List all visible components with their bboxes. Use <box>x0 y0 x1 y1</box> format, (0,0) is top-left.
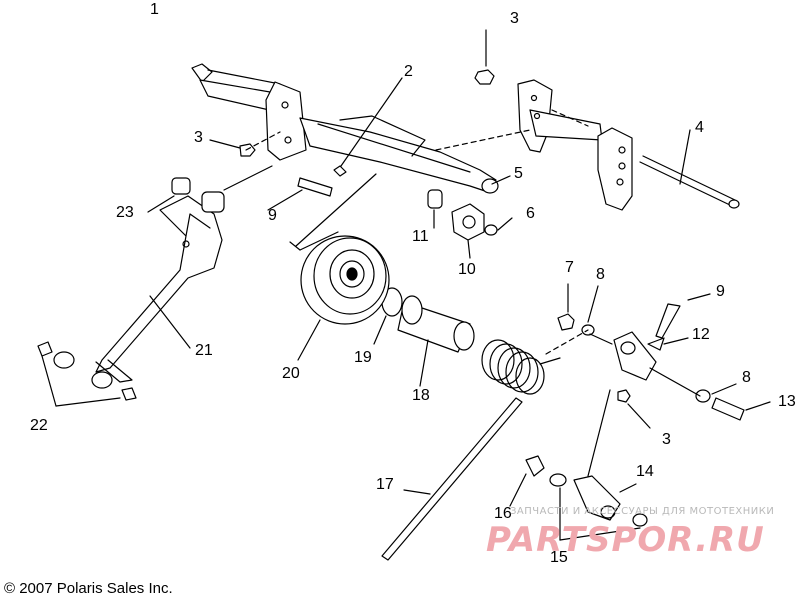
cotter-pin-part-12 <box>647 337 665 351</box>
callout-12: 12 <box>692 326 710 343</box>
watermark-tagline: ЗАПЧАСТИ И АКСЕССУАРЫ ДЛЯ МОТОТЕХНИКИ <box>510 506 775 517</box>
callout-3-top: 3 <box>510 10 519 27</box>
callout-8-right: 8 <box>742 369 751 386</box>
callout-16: 16 <box>494 505 512 522</box>
idler-hub-part-10 <box>427 189 513 259</box>
callout-4: 4 <box>695 119 704 136</box>
callout-1: 1 <box>150 1 159 18</box>
callout-3-left: 3 <box>194 129 203 146</box>
grease-fitting-part-2 <box>333 77 403 177</box>
callout-3-right: 3 <box>662 431 671 448</box>
cross-shaft-part-1 <box>191 63 499 194</box>
torsion-spring <box>481 339 561 395</box>
spacer-tube-part-18 <box>397 295 475 387</box>
lower-arm-part-14 <box>509 389 648 541</box>
callout-13: 13 <box>778 393 796 410</box>
spring-rod-part-17 <box>381 397 523 561</box>
callout-21: 21 <box>195 342 213 359</box>
callout-7: 7 <box>565 259 574 276</box>
nut-part-3 <box>209 29 651 429</box>
callout-9-left: 9 <box>268 207 277 224</box>
callout-10: 10 <box>458 261 476 278</box>
callout-15: 15 <box>550 549 568 566</box>
callout-17: 17 <box>376 476 394 493</box>
bushing-part-23 <box>147 165 273 213</box>
bushing-part-7 <box>557 283 737 403</box>
callout-8-top: 8 <box>596 266 605 283</box>
watermark-logo: PARTSPOR.RU <box>486 520 765 560</box>
callout-5: 5 <box>514 165 523 182</box>
pivot-arm <box>589 331 701 397</box>
callout-20: 20 <box>282 365 300 382</box>
callout-11: 11 <box>412 228 429 245</box>
bracket-part-4 <box>435 79 740 211</box>
bolt-part-9 <box>267 177 711 339</box>
callout-9-right: 9 <box>716 283 725 300</box>
callout-23: 23 <box>116 204 134 221</box>
callout-19: 19 <box>354 349 372 366</box>
idler-wheel-part-20 <box>289 173 390 361</box>
callout-6: 6 <box>526 205 535 222</box>
callout-18: 18 <box>412 387 430 404</box>
copyright-notice: © 2007 Polaris Sales Inc. <box>4 580 173 597</box>
bushing-part-22 <box>37 341 137 407</box>
callout-2: 2 <box>404 63 413 80</box>
callout-14: 14 <box>636 463 654 480</box>
callout-22: 22 <box>30 417 48 434</box>
bolt-part-13 <box>711 397 771 421</box>
